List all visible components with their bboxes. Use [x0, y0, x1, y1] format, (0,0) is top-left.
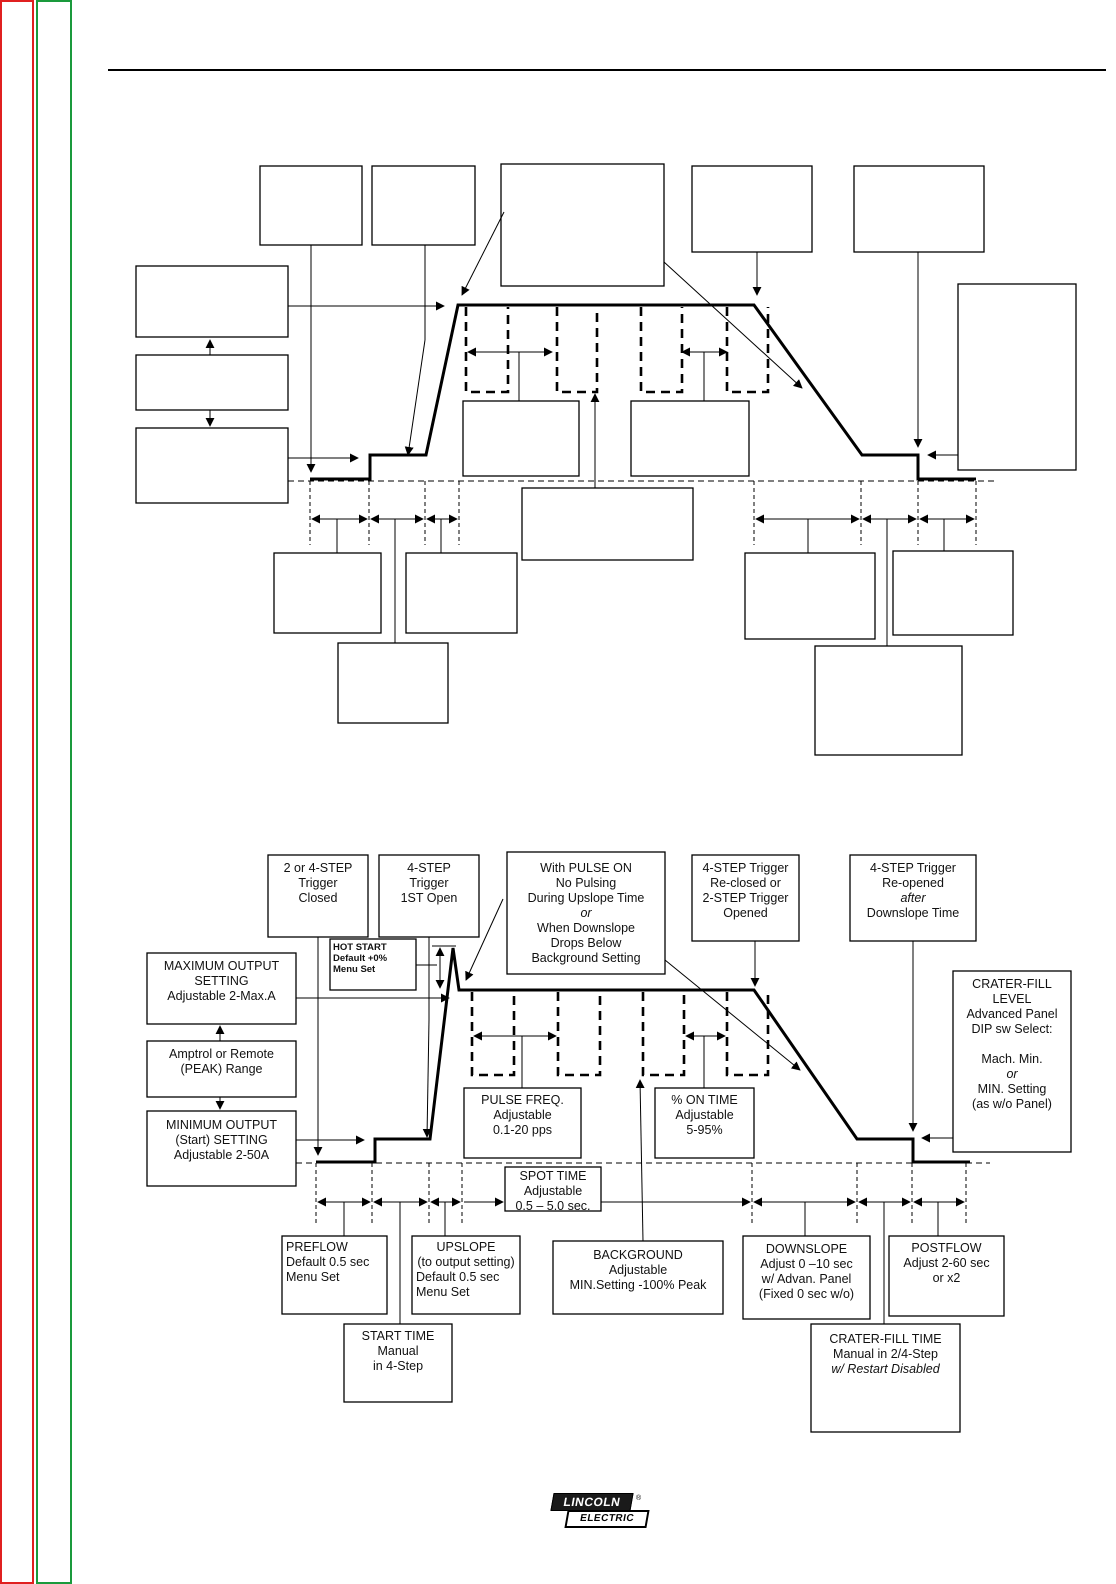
top-box-amptrol	[135, 354, 289, 411]
logo-bottom-text: ELECTRIC	[564, 1510, 650, 1528]
logo-top-text: LINCOLN	[550, 1493, 634, 1511]
box-max-output	[146, 952, 297, 1025]
box-min-output	[146, 1110, 297, 1187]
top-box-pulse-freq	[462, 400, 580, 477]
header-rule	[108, 69, 1106, 71]
top-box-pulse-note	[500, 163, 665, 287]
top-box-postflow	[892, 550, 1014, 636]
top-box-upslope	[405, 552, 518, 634]
label-amptrol: Amptrol or Remote(PEAK) Range	[169, 1047, 274, 1076]
box-trigger-reclosed	[691, 854, 800, 942]
top-box-crater-time	[814, 645, 963, 756]
box-crater-level	[952, 970, 1072, 1153]
box-upslope	[411, 1235, 521, 1315]
top-box-downslope	[744, 552, 876, 640]
box-amptrol	[146, 1040, 297, 1098]
left-margin-bar-red	[0, 0, 34, 1584]
top-box-background	[521, 487, 694, 561]
top-box-start-time	[337, 642, 449, 724]
box-preflow	[281, 1235, 388, 1315]
label-upslope: UPSLOPE(to output setting) Default 0.5 s…	[416, 1240, 515, 1299]
top-box-trigger-reopened	[853, 165, 985, 253]
box-start-time	[343, 1323, 453, 1403]
top-box-max-output	[135, 265, 289, 338]
box-spot-time	[504, 1166, 602, 1212]
left-margin-bar-green	[36, 0, 72, 1584]
top-box-on-time	[630, 400, 750, 477]
box-downslope	[742, 1235, 871, 1320]
top-box-min-output	[135, 427, 289, 504]
box-background	[552, 1240, 724, 1315]
top-box-crater-level	[957, 283, 1077, 471]
top-box-trigger-reclosed	[691, 165, 813, 253]
top-box-preflow	[273, 552, 382, 634]
top-box-trigger-open	[371, 165, 476, 246]
lincoln-electric-logo: LINCOLN ELECTRIC ®	[550, 1493, 650, 1528]
box-crater-time	[810, 1323, 961, 1433]
box-pulse-note	[506, 851, 666, 975]
box-postflow	[888, 1235, 1005, 1317]
registered-mark: ®	[636, 1495, 642, 1502]
